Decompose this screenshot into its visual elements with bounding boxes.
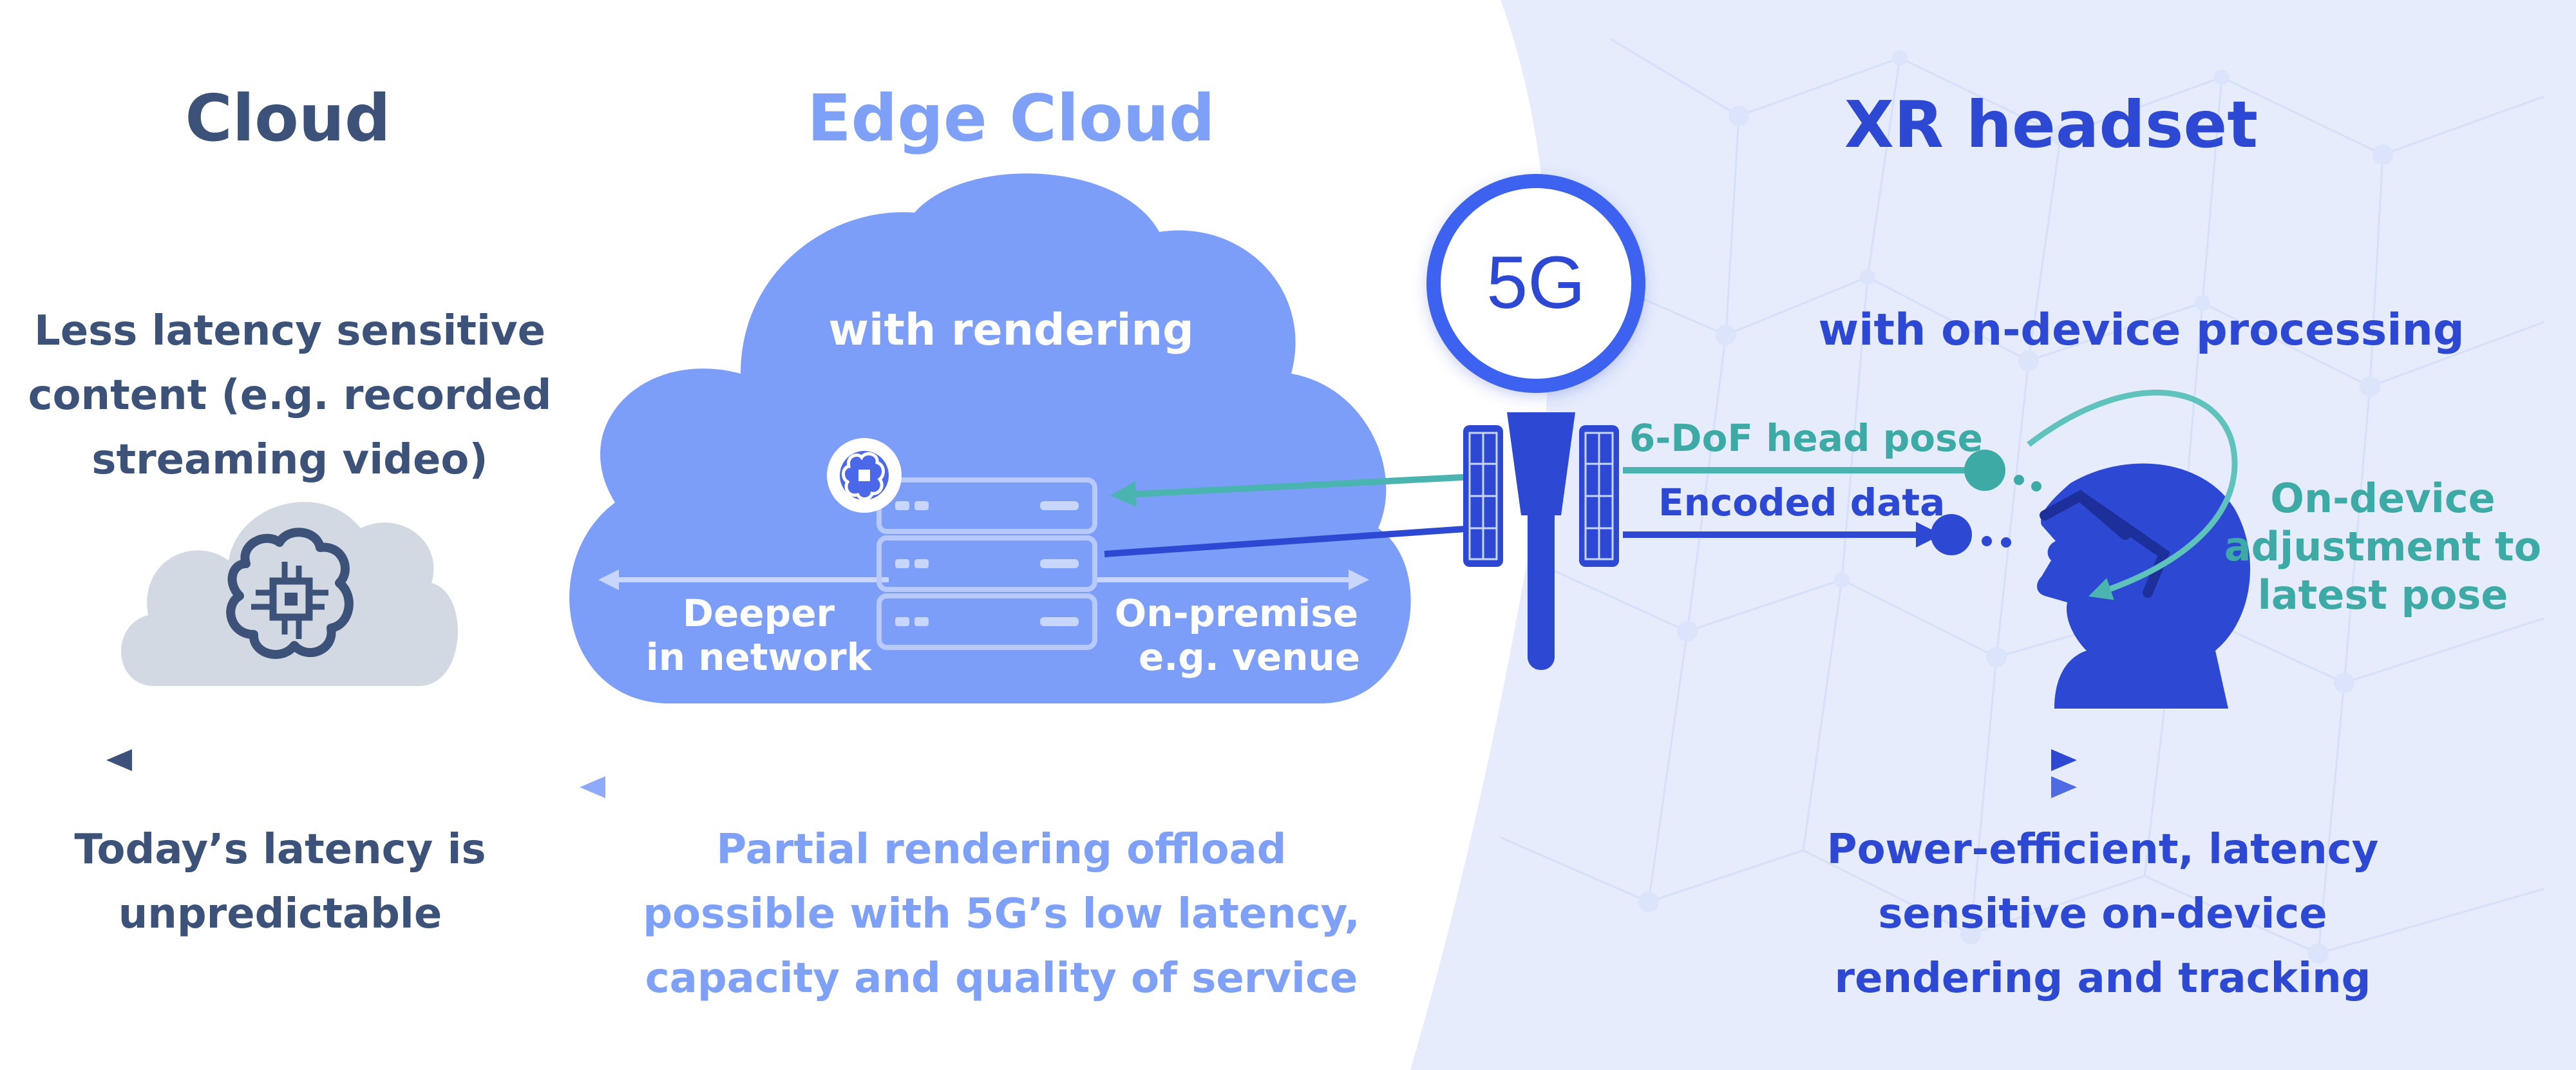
cloud-desc-line-3: streaming video) bbox=[91, 436, 488, 484]
edge-range-left-head bbox=[580, 776, 605, 798]
cloud-desc-line-1: Less latency sensitive bbox=[34, 307, 545, 355]
head-with-glasses-icon bbox=[2037, 463, 2250, 709]
encoded-data-node bbox=[1931, 514, 1972, 555]
adjust-line-1: On-device bbox=[2270, 475, 2495, 522]
head-pose-label: 6-DoF head pose bbox=[1629, 416, 1983, 460]
edge-cloud-shape bbox=[569, 173, 1411, 703]
encoded-data-dots bbox=[1982, 536, 2011, 548]
adjust-line-2: adjustment to bbox=[2224, 523, 2541, 570]
head-pose-link bbox=[1110, 473, 1475, 507]
head-pose-dots bbox=[2014, 475, 2041, 492]
headset-bottom-line-1: Power-efficient, latency bbox=[1827, 826, 2379, 874]
on-premise-label-line-1: On-premise bbox=[1115, 591, 1358, 635]
cell-tower-icon bbox=[1463, 412, 1619, 670]
cloud-title: Cloud bbox=[185, 81, 390, 156]
on-premise-label-line-2: e.g. venue bbox=[1139, 635, 1360, 679]
cloud-desc-line-2: content (e.g. recorded bbox=[28, 372, 552, 419]
deeper-label-line-1: Deeper bbox=[683, 591, 835, 635]
edge-bottom-line-3: capacity and quality of service bbox=[645, 955, 1358, 1002]
headset-bottom-line-3: rendering and tracking bbox=[1835, 955, 2371, 1002]
deeper-label-line-2: in network bbox=[646, 635, 873, 679]
headset-bottom-line-2: sensitive on-device bbox=[1878, 890, 2327, 938]
5g-badge bbox=[1426, 174, 1645, 393]
encoded-data-link bbox=[1104, 525, 1475, 557]
brain-chip-icon bbox=[226, 528, 354, 659]
headset-subtitle: with on-device processing bbox=[1818, 305, 2464, 356]
encoded-data-label: Encoded data bbox=[1658, 481, 1945, 524]
adjust-line-3: latest pose bbox=[2258, 571, 2508, 618]
cloud-range-left-head bbox=[106, 749, 132, 771]
xr-headset-title: XR headset bbox=[1844, 87, 2258, 162]
edge-bottom-line-2: possible with 5G’s low latency, bbox=[643, 890, 1360, 938]
edge-brain-badge-icon bbox=[827, 438, 902, 513]
edge-range-right-head bbox=[2051, 776, 2077, 798]
5g-badge-label: 5G bbox=[1486, 242, 1585, 324]
cloud-bottom-line-1: Today’s latency is bbox=[74, 826, 486, 874]
adjustment-loop-arrow bbox=[2027, 389, 2238, 600]
head-pose-node bbox=[1964, 450, 2005, 491]
edge-bottom-line-1: Partial rendering offload bbox=[716, 826, 1286, 874]
cloud-range-right-head bbox=[2051, 749, 2077, 771]
edge-subtitle: with rendering bbox=[828, 305, 1194, 356]
network-nodes bbox=[1638, 50, 2393, 964]
device-panel bbox=[1410, 0, 2576, 1070]
edge-cloud-title: Edge Cloud bbox=[807, 81, 1215, 156]
cloud-bottom-line-2: unpredictable bbox=[118, 890, 442, 938]
